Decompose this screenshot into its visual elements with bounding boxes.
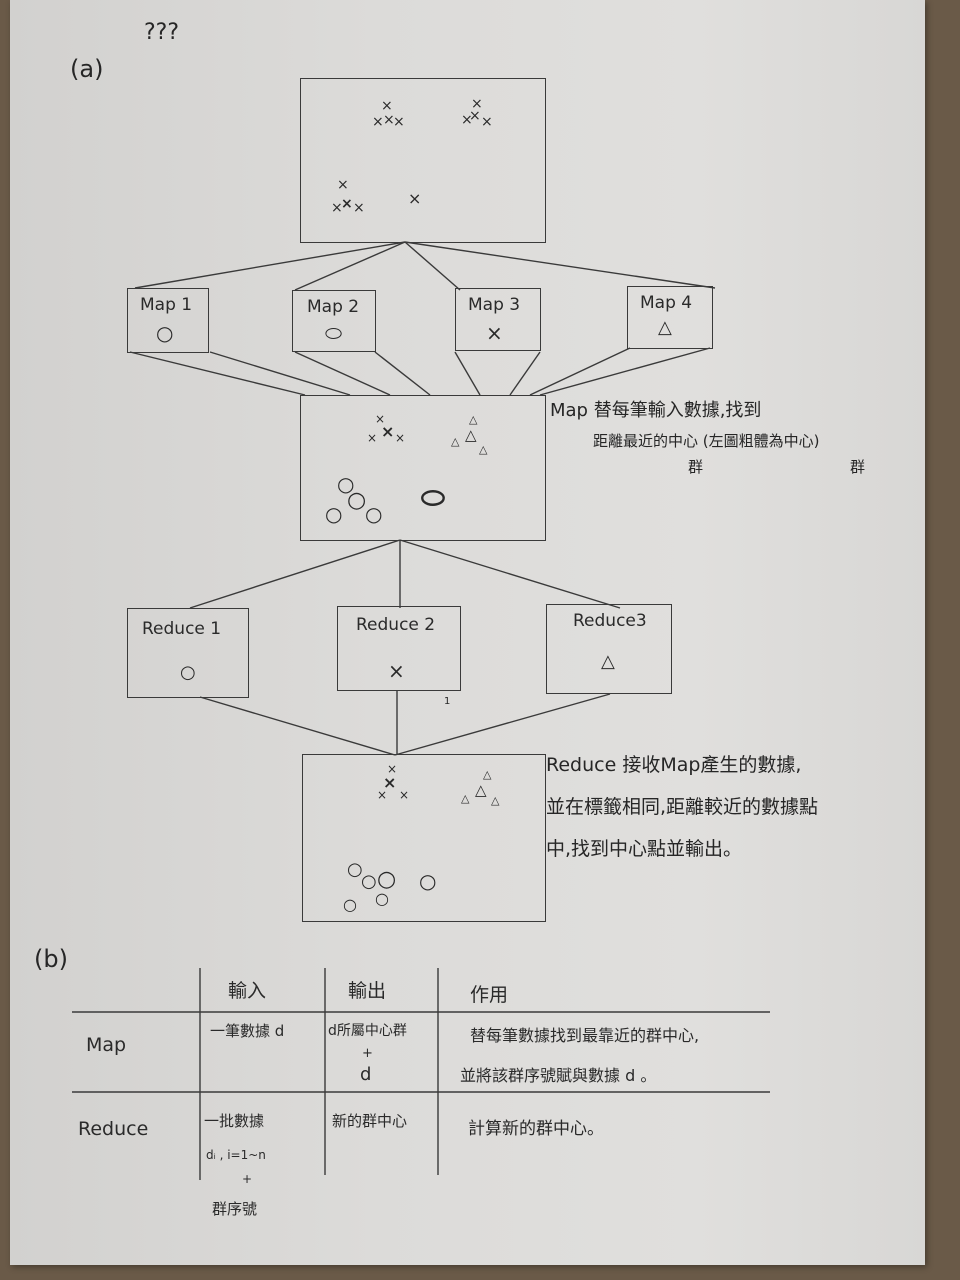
result-data-plot: × × × × △ △ △ △ ○ ○ ○ ○ ○ ○ [302, 754, 546, 922]
data-point: × [461, 112, 473, 128]
table-row-reduce-output: 新的群中心 [332, 1112, 408, 1130]
circle-symbol: ○ [156, 321, 174, 345]
table-row-map-input: 一筆數據 d [210, 1022, 285, 1040]
circle-point: ○ [365, 502, 383, 526]
reduce-note-line1: Reduce 接收Map產生的數據, [546, 754, 802, 776]
triangle-point: △ [491, 794, 500, 807]
cross-symbol: × [388, 659, 405, 683]
triangle-symbol: △ [601, 651, 615, 672]
table-row-map-effect: 並將該群序號賦與數據 d 。 [460, 1066, 657, 1085]
reduce-box-label: Reduce3 [573, 611, 647, 631]
table-header-output: 輸出 [348, 980, 387, 1002]
table-row-reduce-input: 一批數據 [204, 1112, 265, 1130]
table-row-map-output: d [360, 1064, 372, 1085]
map-box-4: Map 4 △ [627, 286, 713, 349]
data-point: × [381, 98, 393, 114]
data-point: × [372, 114, 384, 130]
map-box-label: Map 4 [640, 293, 693, 313]
triangle-center: △ [465, 426, 477, 444]
cross-point: × [387, 762, 398, 776]
data-point: × [383, 112, 395, 128]
table-row-map-name: Map [86, 1034, 127, 1056]
circle-symbol: ○ [180, 662, 196, 683]
data-point: × [393, 114, 405, 130]
reduce-box-1: Reduce 1 ○ [127, 608, 249, 698]
map-note-line2: 距離最近的中心 (左圖粗體為中心) [593, 432, 820, 450]
map-note-line1: Map 替每筆輸入數據,找到 [550, 400, 762, 421]
cross-center: × [383, 773, 397, 792]
data-point: × [337, 177, 349, 193]
flow-lines [72, 241, 770, 1180]
circle-point: ○ [343, 895, 357, 914]
map-note-insert: 群 [850, 458, 866, 476]
reduce-box-3: Reduce3 △ [546, 604, 672, 694]
reduce-box-label: Reduce 2 [356, 615, 436, 635]
input-data-plot: × × × × × × × × × × × × × [300, 78, 546, 243]
cross-symbol: × [486, 321, 503, 345]
labeled-data-plot: × × × × △ △ △ △ ○ ○ ○ ○ ⬭ [300, 395, 546, 541]
part-b-label: (b) [34, 945, 68, 973]
map-box-1: Map 1 ○ [127, 288, 209, 353]
triangle-center: △ [475, 781, 487, 799]
reduce-note-line3: 中,找到中心點並輸出。 [546, 838, 743, 860]
table-row-reduce-input: 群序號 [212, 1200, 258, 1218]
cross-point: × [367, 431, 378, 445]
map-box-label: Map 1 [140, 295, 193, 315]
ellipse-center: ⬭ [421, 481, 445, 514]
cross-point: × [395, 431, 406, 445]
table-row-map-output: + [362, 1046, 373, 1061]
circle-center: ○ [347, 488, 367, 513]
map-box-3: Map 3 × [455, 288, 541, 351]
data-point: × [471, 96, 483, 112]
table-row-map-output: d所屬中心群 [328, 1023, 407, 1039]
data-point: × [469, 108, 481, 124]
data-point: × [353, 200, 365, 216]
triangle-point: △ [469, 413, 478, 426]
data-point: × [341, 196, 353, 212]
map-note-insert: 群 [688, 458, 704, 476]
triangle-point: △ [451, 435, 460, 448]
circle-point: ○ [337, 472, 355, 496]
table-row-reduce-input: dᵢ , i=1~n [206, 1148, 266, 1162]
circle-point: ○ [325, 502, 343, 526]
cross-point: × [377, 788, 388, 802]
triangle-point: △ [461, 792, 470, 805]
data-point: × [408, 189, 422, 208]
circle-point: ○ [419, 869, 437, 893]
map-box-2: Map 2 ⬭ [292, 290, 376, 352]
triangle-symbol: △ [658, 317, 672, 338]
reduce-note-line2: 並在標籤相同,距離較近的數據點 [546, 796, 819, 818]
triangle-point: △ [483, 768, 492, 781]
circle-point: ○ [361, 871, 377, 892]
table-row-reduce-effect: 計算新的群中心。 [468, 1119, 604, 1139]
map-box-label: Map 2 [307, 297, 360, 317]
paper-sheet: ??? (a) × × × × × × × × × × × × × Map 1 … [10, 0, 925, 1265]
cross-point: × [375, 412, 386, 426]
table-row-map-effect: 替每筆數據找到最靠近的群中心, [470, 1026, 700, 1045]
data-point: × [331, 200, 343, 216]
table-header-effect: 作用 [470, 984, 509, 1006]
ellipse-symbol: ⬭ [325, 321, 343, 345]
table-row-reduce-input: + [242, 1172, 253, 1186]
table-header-input: 輸入 [228, 980, 267, 1002]
cross-center: × [381, 422, 395, 441]
cross-point: × [399, 788, 410, 802]
table-row-reduce-name: Reduce [78, 1118, 149, 1140]
data-point: × [481, 114, 493, 130]
stray-mark: 1 [444, 696, 451, 707]
reduce-box-label: Reduce 1 [142, 619, 222, 639]
reduce-box-2: Reduce 2 × [337, 606, 461, 691]
circle-point: ○ [375, 889, 389, 908]
map-box-label: Map 3 [468, 295, 521, 315]
circle-point: ○ [347, 859, 363, 880]
question-marks: ??? [144, 20, 180, 45]
triangle-point: △ [479, 443, 488, 456]
circle-center: ○ [377, 867, 397, 892]
part-a-label: (a) [70, 55, 104, 83]
